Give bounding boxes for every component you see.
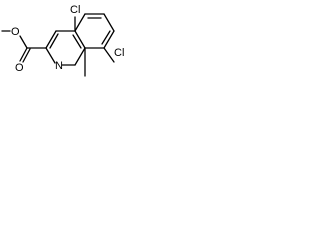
bond-c2-c3-inner [49, 33, 59, 49]
bonds [1, 13, 115, 77]
bond-c7-cl [103, 47, 115, 63]
atom-cl-right: Cl [114, 47, 124, 59]
bond-c4-c4a-inner [72, 34, 82, 49]
bond-ccarbonyl-oester [19, 35, 28, 49]
bond-c5-c6 [103, 30, 115, 49]
bond-ccarbonyl-o-double-b [22, 48, 31, 63]
bond-c4a-c8a [74, 47, 86, 66]
bond-c5-c6-inner [101, 30, 111, 45]
atom-cl-top: Cl [70, 4, 80, 16]
atom-labels: Cl Cl N O O [11, 4, 124, 74]
atom-o-carbonyl: O [15, 62, 24, 74]
atom-o-ester: O [11, 26, 20, 38]
bond-c8-c8a-top [74, 13, 86, 32]
bond-c2-c3 [45, 30, 57, 49]
bond-ccarbonyl-o-double-a [19, 47, 28, 62]
bond-n1-c2 [45, 47, 56, 64]
chemical-structure-diagram: Cl Cl N O O [1, 4, 124, 77]
atom-n-ring: N [55, 60, 63, 72]
bond-c4-c4a [74, 30, 86, 49]
bond-c6-c7 [103, 13, 115, 32]
